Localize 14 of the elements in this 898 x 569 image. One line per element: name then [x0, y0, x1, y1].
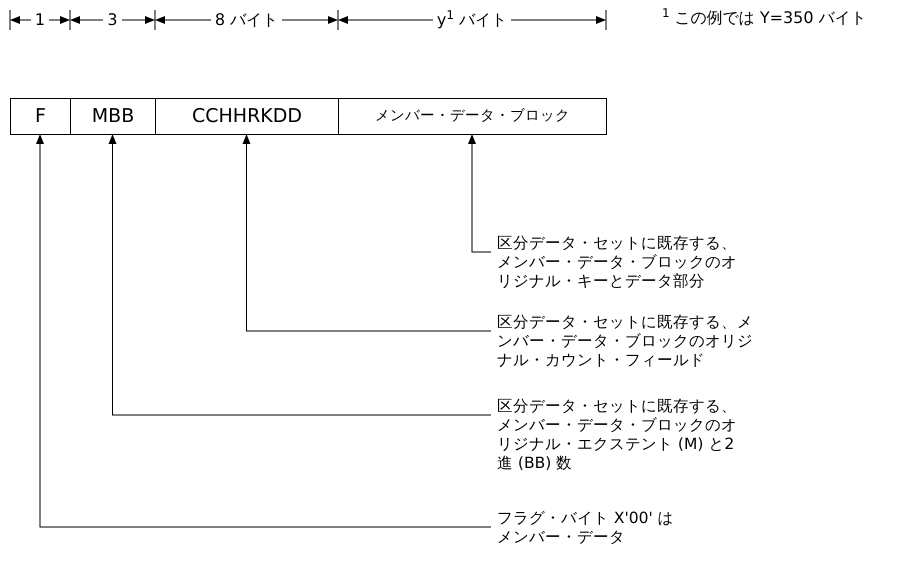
record-field: CCHHRKDD — [155, 98, 339, 135]
leader-line — [108, 134, 492, 416]
record-field: メンバー・データ・ブロック — [338, 98, 607, 135]
description-text: フラグ・バイト X'00' はメンバー・データ — [497, 509, 677, 547]
description-text: 区分データ・セットに既存する、メンバー・データ・ブロックのオリジナル・カウント・フィールド — [497, 313, 759, 370]
record-field: MBB — [70, 98, 156, 135]
record-field: F — [10, 98, 71, 135]
leader-line — [242, 134, 492, 332]
leader-line — [468, 134, 492, 252]
footnote: $^{1}$ この例では Y=350 バイト — [662, 6, 867, 29]
leader-line — [36, 134, 492, 528]
description-text: 区分データ・セットに既存する、メンバー・データ・ブロックのオリジナル・エクステント (M) と2 進 (BB) 数 — [497, 397, 747, 473]
dimension-label: y$^{1}$ バイト — [432, 9, 512, 31]
description-text: 区分データ・セットに既存する、メンバー・データ・ブロックのオリジナル・キーとデータ部分 — [497, 234, 747, 291]
